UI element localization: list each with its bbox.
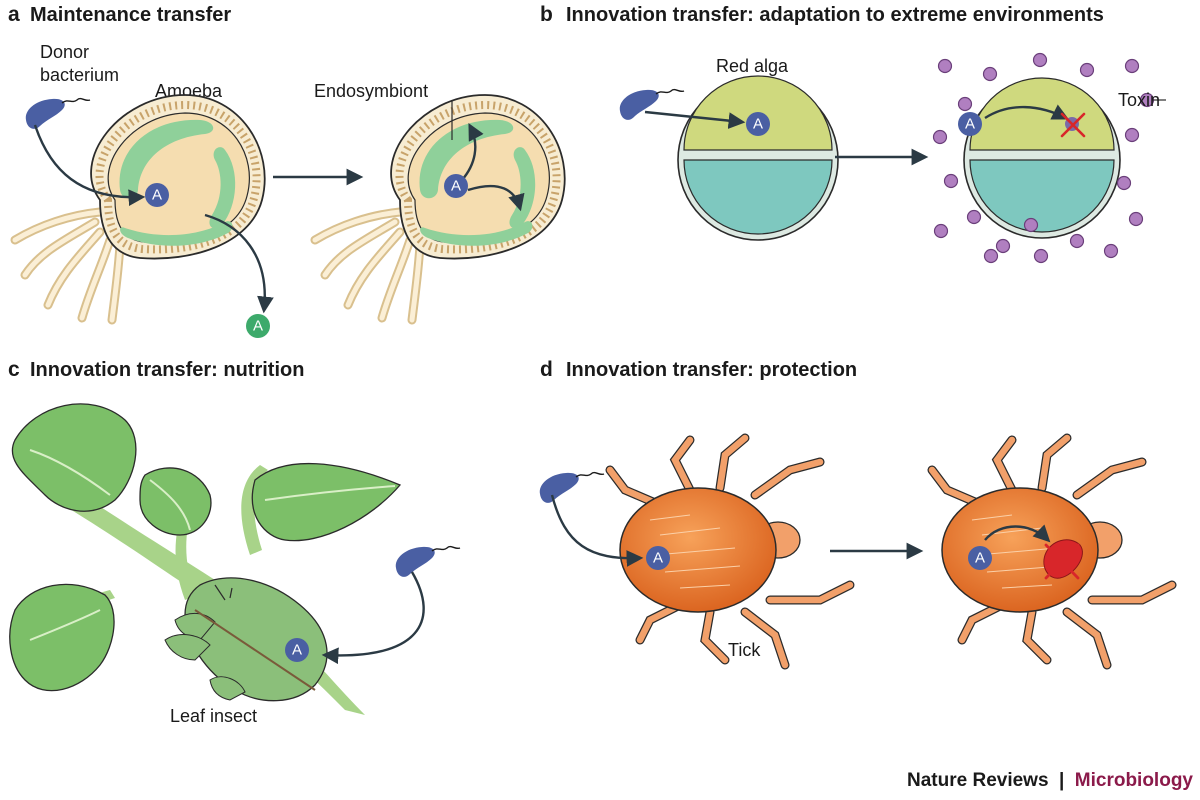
transfer-arrow-c <box>321 571 425 665</box>
gene-b-2: A <box>958 112 982 136</box>
leaf-insect-label: Leaf insect <box>170 706 257 726</box>
transfer-arrow-b <box>644 110 746 129</box>
alga-bottom-compartment <box>683 159 833 235</box>
tick-label: Tick <box>728 640 761 660</box>
panel-d: d Innovation transfer: protection <box>539 358 1177 670</box>
toxin-particles <box>932 52 1155 264</box>
endosymbiont-band <box>119 119 214 199</box>
donor-bacterium-c-icon <box>395 545 461 578</box>
panel-a: a Maintenance transfer Donor bacterium A… <box>8 3 566 338</box>
svg-text:A: A <box>292 642 302 659</box>
toxin-label: Toxin <box>1118 90 1160 110</box>
panel-b-letter: b <box>540 3 553 26</box>
amoeba-cell-2 <box>310 94 566 325</box>
effect-arrow-b <box>984 104 1070 120</box>
panel-a-title: Maintenance transfer <box>30 4 231 26</box>
gene-a-released: A <box>246 314 270 338</box>
credit-separator: | <box>1059 770 1064 791</box>
gene-d-1: A <box>646 546 670 570</box>
svg-text:Nature Reviews | M: Nature Reviews | Microbiology <box>907 770 1193 791</box>
svg-text:A: A <box>152 187 162 204</box>
gene-d-2: A <box>968 546 992 570</box>
svg-text:A: A <box>253 318 263 335</box>
release-arrow-a <box>204 213 274 314</box>
journal-credit: Nature Reviews | Microbiology <box>907 770 1193 791</box>
credit-journal: Nature Reviews <box>907 770 1049 791</box>
transfer-arrow-a <box>33 124 146 207</box>
tick-1 <box>605 433 855 670</box>
panel-b: b Innovation transfer: adaptation to ext… <box>540 3 1166 264</box>
gene-a-nucleus: A <box>145 183 169 207</box>
neutralized-pathogen-icon <box>1043 539 1083 580</box>
transfer-arrow-d <box>550 494 644 567</box>
red-alga-label: Red alga <box>716 56 789 76</box>
panel-c-title: Innovation transfer: nutrition <box>30 359 304 381</box>
svg-text:A: A <box>451 178 461 195</box>
alga-cell-1 <box>677 75 839 241</box>
panel-c: c Innovation transfer: nutrition <box>8 358 461 726</box>
panel-a-letter: a <box>8 3 20 26</box>
panel-d-letter: d <box>540 358 553 381</box>
donor-label-line1: Donor <box>40 42 89 62</box>
endosymbiont-label: Endosymbiont <box>314 81 428 101</box>
gene-a-endosymbiont: A <box>444 174 468 198</box>
leaf-veins <box>29 449 396 641</box>
neutralized-toxin-icon <box>1060 112 1086 138</box>
tick-body <box>619 487 777 613</box>
panel-c-letter: c <box>8 358 20 381</box>
svg-text:A: A <box>965 116 975 133</box>
leaf-insect <box>164 577 328 702</box>
panel-d-title: Innovation transfer: protection <box>566 359 857 381</box>
gene-b-1: A <box>746 112 770 136</box>
gene-c: A <box>285 638 309 662</box>
transfer-arrow-a2-up <box>461 123 484 181</box>
donor-label-line2: bacterium <box>40 65 119 85</box>
tick-2 <box>927 433 1177 670</box>
donor-bacterium-icon <box>25 97 91 130</box>
donor-bacterium-d-icon <box>539 471 605 504</box>
credit-section: Microbiology <box>1075 770 1194 791</box>
svg-text:A: A <box>653 550 663 567</box>
alga-cell-2 <box>963 77 1121 239</box>
panel-b-title: Innovation transfer: adaptation to extre… <box>566 4 1104 26</box>
svg-text:A: A <box>753 116 763 133</box>
amoeba-cell <box>10 94 266 325</box>
transfer-arrow-a2-right <box>467 184 525 212</box>
effect-arrow-d <box>984 524 1051 543</box>
svg-text:A: A <box>975 550 985 567</box>
